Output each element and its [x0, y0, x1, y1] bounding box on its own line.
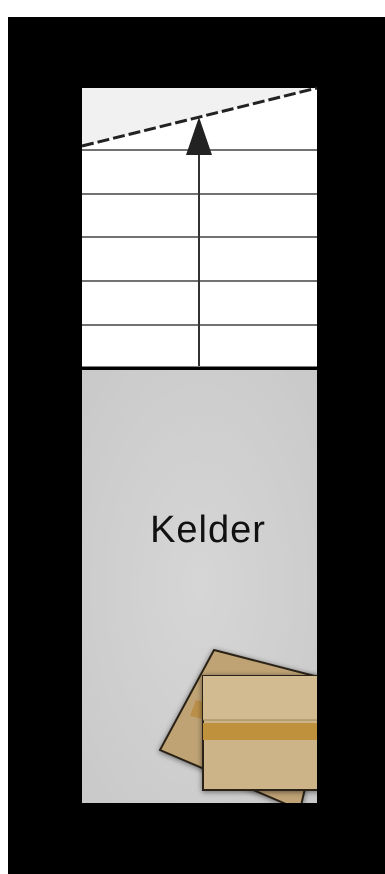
room-label: Kelder — [150, 509, 266, 551]
box-front-tape — [203, 723, 317, 740]
stair-cut-line — [81, 86, 318, 148]
arrow-up-icon — [186, 117, 212, 366]
box-front-flap-line — [203, 676, 317, 720]
staircase — [81, 86, 318, 370]
room-kelder: Kelder — [82, 370, 317, 803]
cardboard-boxes-icon — [158, 648, 317, 803]
